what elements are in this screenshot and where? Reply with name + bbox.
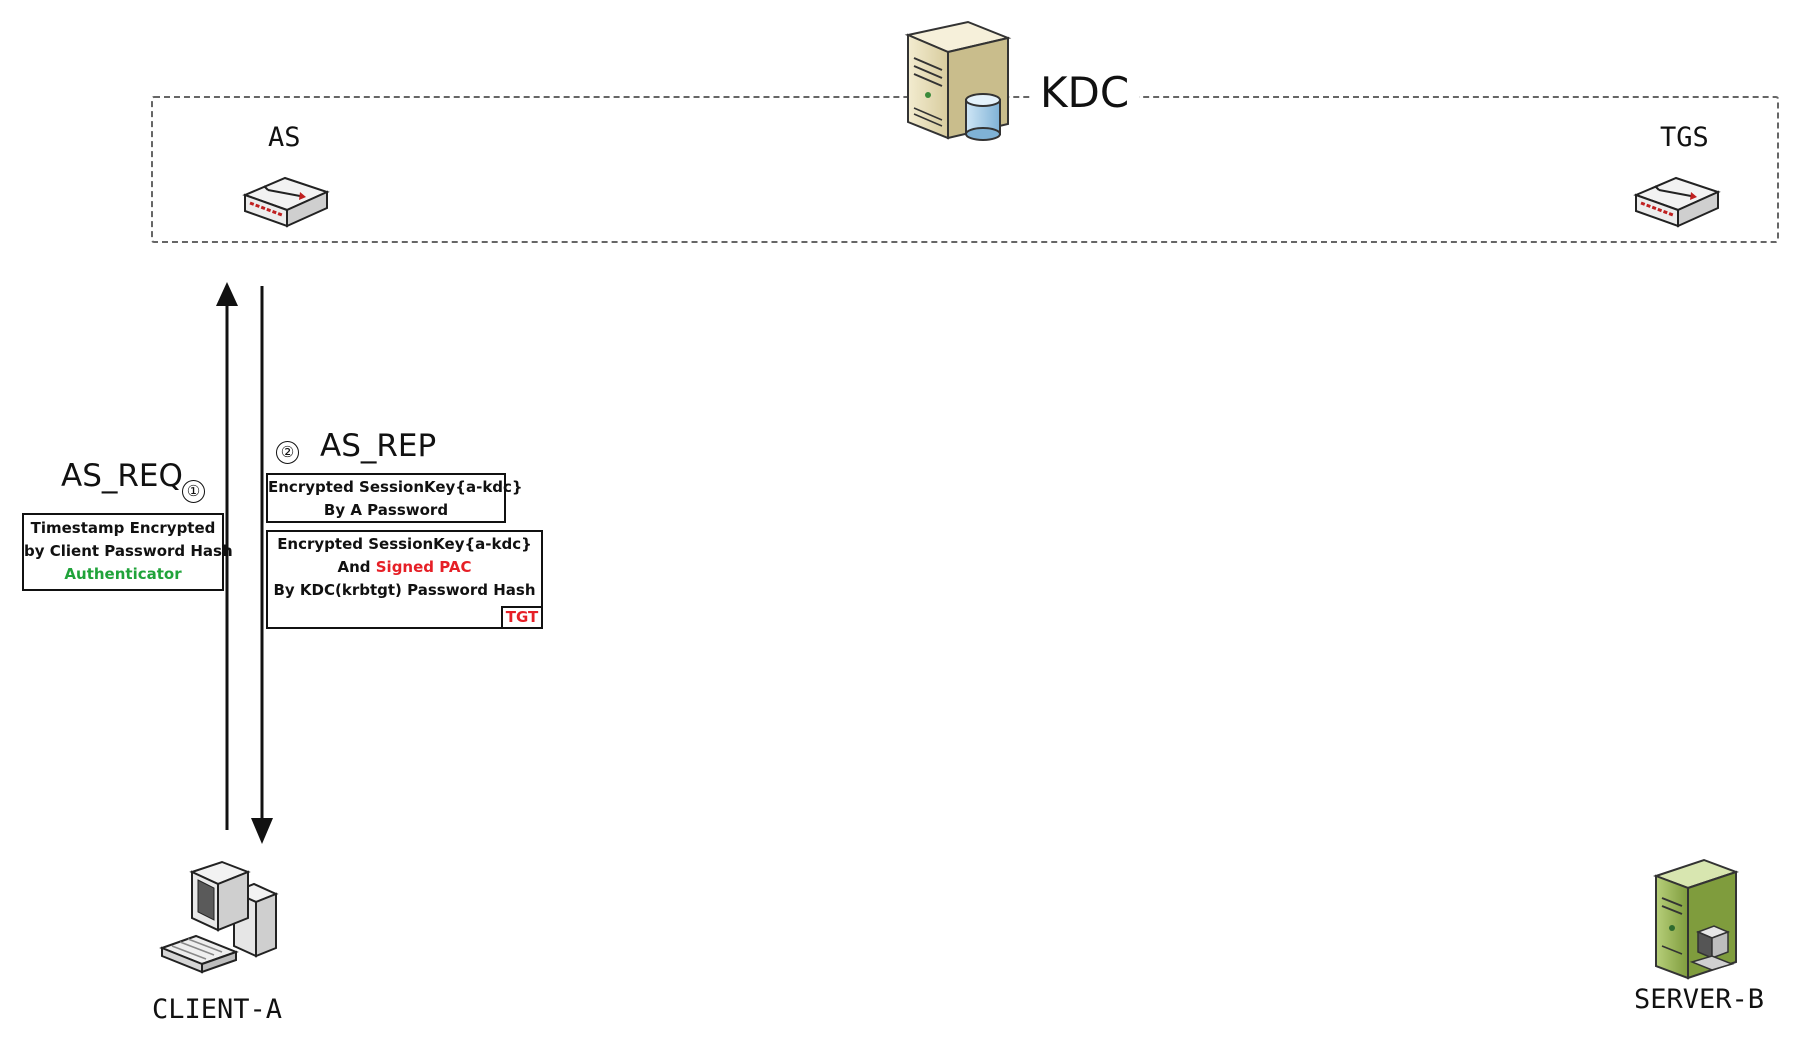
as-req-arrow bbox=[216, 282, 238, 830]
as-rep-box2-line1: Encrypted SessionKey{a-kdc} bbox=[277, 535, 532, 553]
as-rep-session-key-box: Encrypted SessionKey{a-kdc} By A Passwor… bbox=[266, 473, 523, 523]
as-rep-title: AS_REP bbox=[320, 428, 437, 464]
as-req-box-line2: by Client Password Hash bbox=[24, 542, 233, 560]
client-computer-icon bbox=[159, 860, 279, 974]
as-router-icon bbox=[242, 176, 330, 228]
as-rep-box2-line2-prefix: And bbox=[337, 558, 376, 576]
as-rep-box2-line2: And Signed PAC bbox=[268, 556, 541, 579]
kdc-label: KDC bbox=[1030, 68, 1140, 118]
server-icon bbox=[1653, 858, 1739, 980]
authenticator-label: Authenticator bbox=[64, 565, 182, 583]
kdc-server-icon bbox=[904, 20, 1012, 141]
as-rep-step-number: ② bbox=[276, 441, 299, 464]
as-label: AS bbox=[268, 122, 301, 153]
as-req-box-line1: Timestamp Encrypted bbox=[30, 519, 216, 537]
client-label: CLIENT-A bbox=[152, 994, 283, 1025]
as-rep-box2-line3: By KDC(krbtgt) Password Hash bbox=[273, 581, 536, 599]
tgs-label: TGS bbox=[1660, 122, 1709, 153]
as-req-step-number: ① bbox=[182, 480, 205, 503]
as-rep-tgt-box: Encrypted SessionKey{a-kdc} And Signed P… bbox=[266, 530, 543, 629]
as-rep-box1-line1: Encrypted SessionKey{a-kdc} bbox=[268, 478, 523, 496]
server-label: SERVER-B bbox=[1634, 984, 1765, 1015]
as-rep-box1-line2: By A Password bbox=[323, 501, 449, 519]
as-rep-arrow bbox=[251, 286, 273, 844]
tgs-router-icon bbox=[1633, 176, 1721, 228]
as-req-title: AS_REQ bbox=[61, 458, 183, 494]
signed-pac-label: Signed PAC bbox=[375, 558, 472, 576]
as-req-box: Timestamp Encrypted by Client Password H… bbox=[22, 513, 233, 591]
tgt-tag: TGT bbox=[501, 606, 543, 629]
